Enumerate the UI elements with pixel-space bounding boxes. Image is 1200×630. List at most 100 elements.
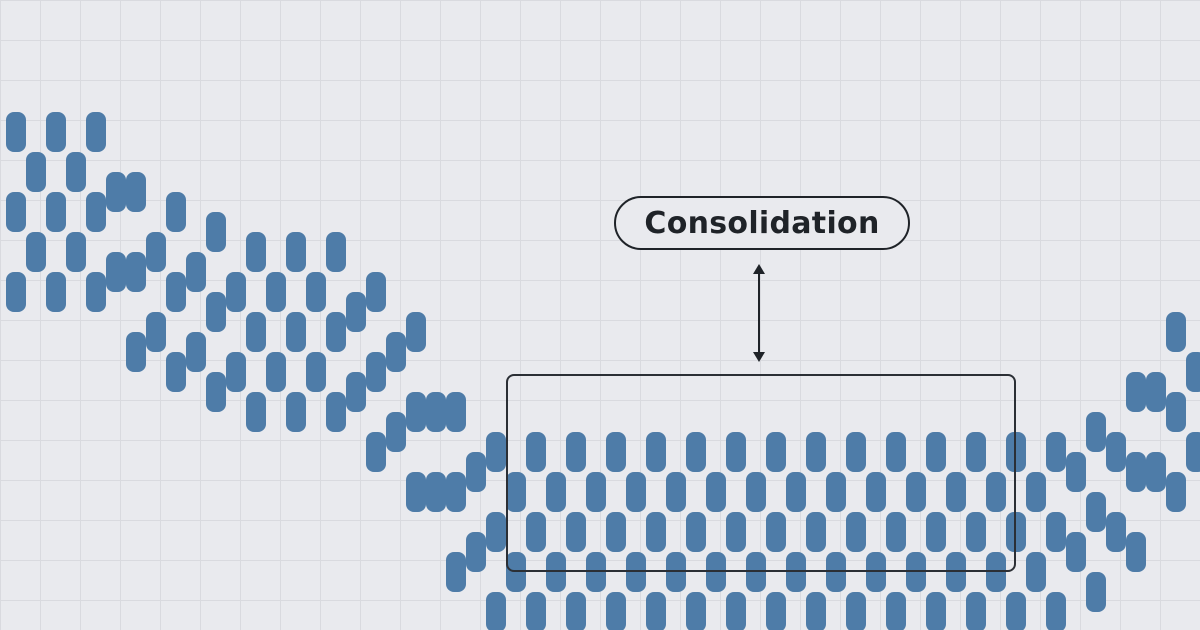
pattern-mark — [966, 512, 986, 552]
pattern-mark — [1106, 432, 1126, 472]
pattern-mark — [1026, 552, 1046, 592]
pattern-mark — [926, 432, 946, 472]
pattern-mark — [246, 392, 266, 432]
pattern-mark — [366, 432, 386, 472]
pattern-mark — [206, 292, 226, 332]
pattern-mark — [686, 512, 706, 552]
consolidation-range-box — [506, 374, 1016, 572]
pattern-mark — [486, 512, 506, 552]
pattern-mark — [526, 432, 546, 472]
pattern-mark — [926, 592, 946, 630]
pattern-mark — [226, 352, 246, 392]
pattern-mark — [1086, 572, 1106, 612]
pattern-mark — [386, 412, 406, 452]
pattern-mark — [126, 172, 146, 212]
pattern-mark — [666, 552, 686, 592]
pattern-mark — [386, 332, 406, 372]
pattern-mark — [526, 592, 546, 630]
pattern-mark — [886, 592, 906, 630]
pattern-mark — [1046, 512, 1066, 552]
pattern-mark — [766, 512, 786, 552]
pattern-mark — [246, 312, 266, 352]
pattern-mark — [506, 552, 526, 592]
pattern-mark — [406, 472, 426, 512]
pattern-mark — [286, 232, 306, 272]
pattern-mark — [986, 552, 1006, 592]
pattern-mark — [26, 232, 46, 272]
pattern-mark — [366, 352, 386, 392]
pattern-mark — [1046, 432, 1066, 472]
pattern-mark — [446, 392, 466, 432]
pattern-mark — [1166, 312, 1186, 352]
pattern-mark — [446, 472, 466, 512]
pattern-mark — [626, 472, 646, 512]
pattern-mark — [1126, 452, 1146, 492]
pattern-mark — [466, 532, 486, 572]
pattern-mark — [726, 512, 746, 552]
pattern-mark — [406, 392, 426, 432]
pattern-mark — [666, 472, 686, 512]
pattern-mark — [66, 152, 86, 192]
consolidation-label-box: Consolidation — [614, 196, 910, 250]
pattern-mark — [966, 592, 986, 630]
pattern-mark — [1006, 512, 1026, 552]
pattern-mark — [926, 512, 946, 552]
pattern-mark — [1166, 472, 1186, 512]
pattern-mark — [966, 432, 986, 472]
pattern-mark — [726, 592, 746, 630]
pattern-mark — [606, 512, 626, 552]
pattern-mark — [266, 272, 286, 312]
pattern-mark — [546, 472, 566, 512]
pattern-mark — [306, 272, 326, 312]
pattern-mark — [166, 352, 186, 392]
pattern-mark — [686, 592, 706, 630]
pattern-mark — [346, 372, 366, 412]
pattern-mark — [1086, 412, 1106, 452]
pattern-mark — [186, 252, 206, 292]
pattern-mark — [886, 512, 906, 552]
pattern-mark — [1066, 532, 1086, 572]
pattern-mark — [286, 392, 306, 432]
pattern-mark — [326, 312, 346, 352]
pattern-mark — [346, 292, 366, 332]
pattern-mark — [806, 432, 826, 472]
pattern-mark — [186, 332, 206, 372]
pattern-mark — [1186, 352, 1200, 392]
pattern-mark — [826, 472, 846, 512]
pattern-mark — [146, 232, 166, 272]
pattern-mark — [86, 112, 106, 152]
pattern-mark — [786, 472, 806, 512]
pattern-mark — [326, 392, 346, 432]
pattern-mark — [746, 552, 766, 592]
pattern-mark — [106, 172, 126, 212]
pattern-mark — [1186, 432, 1200, 472]
pattern-mark — [1126, 372, 1146, 412]
pattern-mark — [446, 552, 466, 592]
pattern-mark — [1026, 472, 1046, 512]
pattern-mark — [326, 232, 346, 272]
pattern-mark — [166, 192, 186, 232]
pattern-mark — [6, 192, 26, 232]
pattern-mark — [866, 472, 886, 512]
pattern-mark — [606, 432, 626, 472]
pattern-mark — [126, 332, 146, 372]
pattern-mark — [946, 552, 966, 592]
pattern-mark — [126, 252, 146, 292]
pattern-mark — [486, 432, 506, 472]
pattern-mark — [626, 552, 646, 592]
pattern-mark — [1066, 452, 1086, 492]
pattern-mark — [806, 592, 826, 630]
pattern-mark — [1106, 512, 1126, 552]
pattern-mark — [426, 392, 446, 432]
pattern-mark — [506, 472, 526, 512]
pattern-mark — [746, 472, 766, 512]
pattern-mark — [1126, 532, 1146, 572]
mark-group — [6, 112, 1200, 630]
pattern-mark — [846, 592, 866, 630]
pattern-mark — [766, 592, 786, 630]
pattern-mark — [526, 512, 546, 552]
pattern-mark — [1146, 452, 1166, 492]
pattern-mark — [1166, 392, 1186, 432]
pattern-mark — [886, 432, 906, 472]
